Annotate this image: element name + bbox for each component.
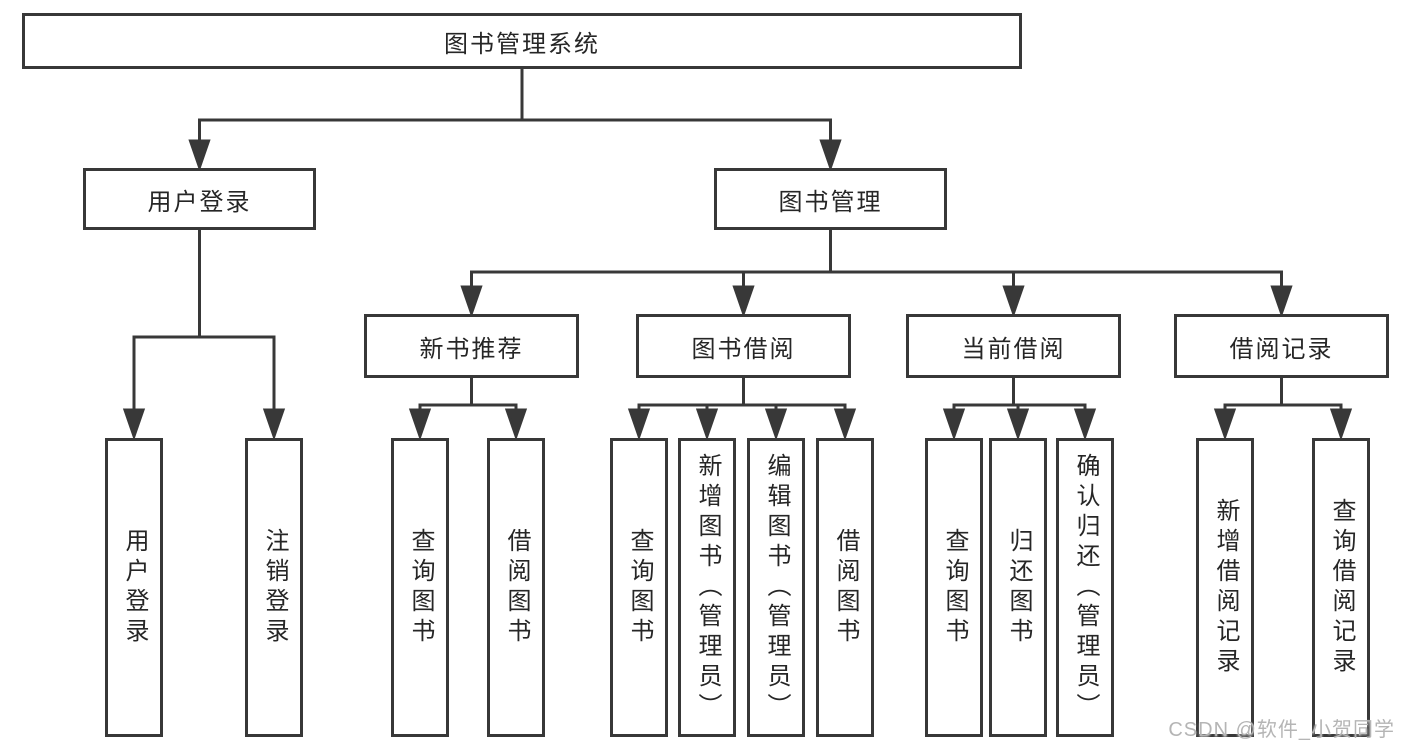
node-label: 当前借阅 xyxy=(961,335,1066,363)
leaf-add-borrow-record: 新增借阅记录 xyxy=(1196,438,1254,737)
leaf-label: 查询借阅记录 xyxy=(1328,497,1355,678)
node-label: 图书借阅 xyxy=(691,335,796,363)
leaf-query-books-under-current-borrowing: 查询图书 xyxy=(925,438,983,737)
leaf-edit-books-admin: 编辑图书（管理员） xyxy=(747,438,805,737)
node-label: 新书推荐 xyxy=(419,335,524,363)
leaf-query-books-under-book-borrowing: 查询图书 xyxy=(610,438,668,737)
leaf-borrow-books-under-book-borrowing: 借阅图书 xyxy=(816,438,874,737)
leaf-label: 借阅图书 xyxy=(503,527,530,648)
leaf-query-books-under-new-books: 查询图书 xyxy=(391,438,449,737)
leaf-confirm-return-admin: 确认归还（管理员） xyxy=(1056,438,1114,737)
node-current-borrowing: 当前借阅 xyxy=(906,314,1121,378)
node-book-management: 图书管理 xyxy=(714,168,947,230)
leaf-borrow-books-under-new-books: 借阅图书 xyxy=(487,438,545,737)
node-new-book-recommend: 新书推荐 xyxy=(364,314,579,378)
leaf-label: 确认归还（管理员） xyxy=(1072,452,1099,723)
leaf-label: 归还图书 xyxy=(1005,527,1032,648)
leaf-return-books: 归还图书 xyxy=(989,438,1047,737)
node-library-management-system: 图书管理系统 xyxy=(22,13,1022,69)
leaf-label: 新增图书（管理员） xyxy=(694,452,721,723)
leaf-label: 查询图书 xyxy=(407,527,434,648)
leaf-query-borrow-record: 查询借阅记录 xyxy=(1312,438,1370,737)
node-book-borrowing: 图书借阅 xyxy=(636,314,851,378)
leaf-label: 借阅图书 xyxy=(832,527,859,648)
leaf-label: 编辑图书（管理员） xyxy=(763,452,790,723)
node-user-login: 用户登录 xyxy=(83,168,316,230)
leaf-label: 查询图书 xyxy=(626,527,653,648)
leaf-label: 查询图书 xyxy=(941,527,968,648)
leaf-label: 新增借阅记录 xyxy=(1212,497,1239,678)
node-label: 图书管理 xyxy=(778,188,883,216)
node-borrowing-records: 借阅记录 xyxy=(1174,314,1389,378)
node-label: 图书管理系统 xyxy=(444,30,600,58)
leaf-logout: 注销登录 xyxy=(245,438,303,737)
csdn-watermark: CSDN @软件_小贺同学 xyxy=(1168,719,1395,741)
leaf-label: 注销登录 xyxy=(261,527,288,648)
leaf-label: 用户登录 xyxy=(121,527,148,648)
node-label: 用户登录 xyxy=(147,188,252,216)
node-label: 借阅记录 xyxy=(1229,335,1334,363)
leaf-add-books-admin: 新增图书（管理员） xyxy=(678,438,736,737)
leaf-user-login: 用户登录 xyxy=(105,438,163,737)
